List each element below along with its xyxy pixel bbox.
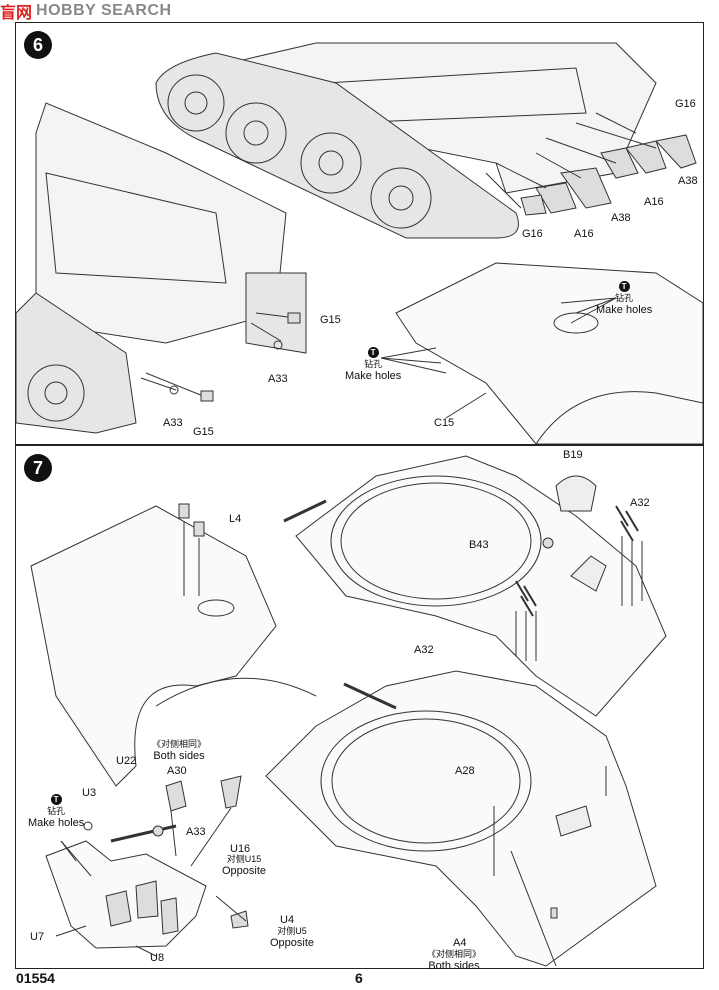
label-u8: U8 (150, 952, 165, 964)
u16-opposite-zh: 对侧U15 (226, 854, 262, 864)
label-l4: L4 (229, 513, 242, 525)
make-holes-right-en: Make holes (596, 304, 653, 316)
u4-opposite: 对侧U5 Opposite (270, 925, 314, 949)
u4-opposite-zh: 对侧U5 (277, 926, 307, 936)
step-7-panel: 7 (15, 445, 704, 969)
u16-opposite-en: Opposite (222, 865, 267, 877)
label-u22: U22 (116, 755, 137, 767)
product-code: 01554 (16, 970, 55, 986)
label-u4: U4 (280, 914, 295, 926)
drill-note-icon: T (367, 347, 379, 358)
watermark: 盲网 HOBBY SEARCH (0, 0, 172, 22)
label-a33-mid: A33 (268, 373, 288, 385)
label-a4: A4 (453, 937, 467, 949)
make-holes-step7: T 钻孔 Make holes (28, 793, 84, 829)
label-a32-top: A32 (630, 497, 650, 509)
step-6-panel: 6 (15, 22, 704, 445)
u16-opposite: 对侧U15 Opposite (222, 853, 266, 877)
label-u3: U3 (82, 787, 97, 799)
label-a16-mid: A16 (574, 228, 594, 240)
watermark-brand: HOBBY SEARCH (36, 2, 172, 19)
label-b19: B19 (563, 449, 583, 461)
label-a30: A30 (167, 765, 187, 777)
drill-note-icon: T (618, 281, 630, 292)
step-7-number: 7 (24, 454, 52, 482)
make-holes-left-zh: 钻孔 (364, 359, 383, 369)
make-holes-step7-en: Make holes (28, 817, 85, 829)
label-g15-top: G15 (320, 314, 341, 326)
label-b43: B43 (469, 539, 489, 551)
step-7-drawing (30, 455, 667, 967)
label-a16-right: A16 (644, 196, 664, 208)
make-holes-left-en: Make holes (345, 370, 402, 382)
label-u16: U16 (230, 843, 251, 855)
label-g15-low: G15 (193, 426, 214, 438)
label-a32-mid: A32 (414, 644, 434, 656)
both-sides-top-en: Both sides (153, 750, 205, 762)
label-a33-low: A33 (163, 417, 183, 429)
u4-opposite-en: Opposite (270, 937, 315, 949)
watermark-cn: 盲网 (0, 3, 33, 22)
label-a38-right: A38 (678, 175, 698, 187)
label-u7: U7 (30, 931, 45, 943)
page-number: 6 (355, 970, 363, 986)
a4-both-sides-en: Both sides (428, 960, 480, 972)
label-g16-mid: G16 (522, 228, 543, 240)
both-sides-top-zh: 《对侧相同》 (152, 739, 207, 749)
drill-note-icon: T (50, 794, 62, 805)
make-holes-right: T 钻孔 Make holes (596, 280, 652, 316)
a4-both-sides: 《对侧相同》 Both sides (427, 948, 481, 972)
both-sides-top: 《对侧相同》 Both sides (152, 738, 206, 762)
make-holes-left: T 钻孔 Make holes (345, 346, 401, 382)
make-holes-right-zh: 钻孔 (615, 293, 634, 303)
make-holes-step7-zh: 钻孔 (47, 806, 66, 816)
a4-both-sides-zh: 《对侧相同》 (427, 949, 482, 959)
label-c15: C15 (434, 417, 455, 429)
label-a33: A33 (186, 826, 206, 838)
step-6-drawing (16, 42, 703, 444)
label-a28: A28 (455, 765, 475, 777)
step-6-number: 6 (24, 31, 52, 59)
label-g16-top: G16 (675, 98, 696, 110)
label-a38-mid: A38 (611, 212, 631, 224)
